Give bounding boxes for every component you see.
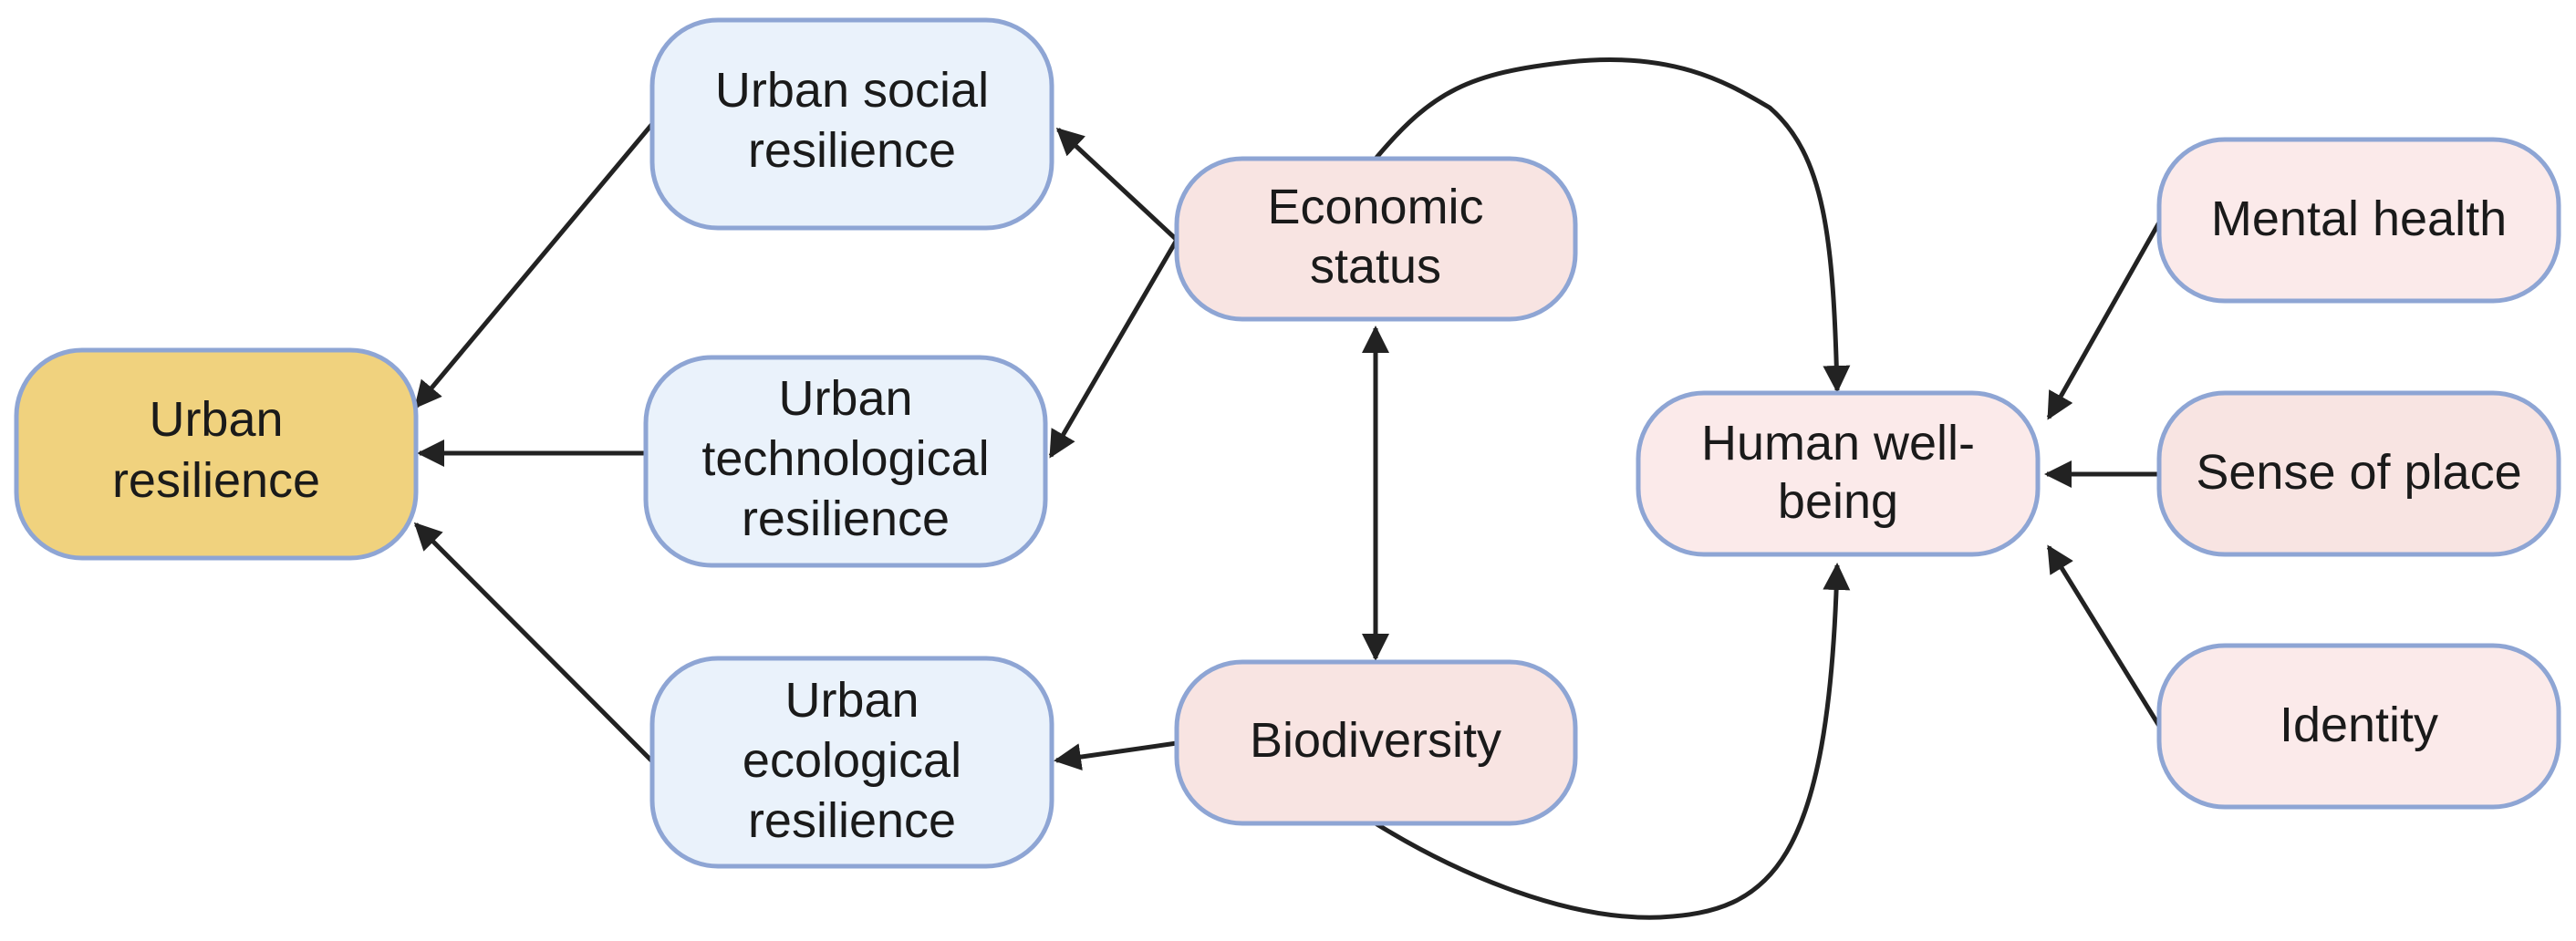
node-urban-technological-resilience-line-2: technological: [701, 431, 989, 486]
node-identity-box: [2156, 643, 2561, 810]
edge-identity-to-wellbeing: [2046, 544, 2162, 728]
node-identity: Identity: [2156, 643, 2561, 810]
node-urban-ecological-resilience-box: [649, 656, 1054, 869]
edge-mental-health-to-wellbeing: [2046, 221, 2162, 420]
node-human-wellbeing-line-2: being: [1778, 474, 1898, 529]
node-human-wellbeing: Human well- being: [1636, 390, 2041, 557]
node-economic-status-box: [1174, 156, 1578, 322]
node-mental-health-box: [2156, 137, 2561, 304]
node-biodiversity-line-1: Biodiversity: [1250, 713, 1501, 768]
node-biodiversity-box: [1174, 659, 1578, 826]
node-mental-health: Mental health: [2156, 137, 2561, 304]
node-economic-status-line-1: Economic: [1267, 180, 1483, 234]
node-urban-social-resilience-line-2: resilience: [748, 123, 956, 178]
nodes: Urban resilience Urban social resilience…: [14, 17, 2561, 869]
node-biodiversity: Biodiversity: [1174, 659, 1578, 826]
edge-economic-to-wellbeing: [1374, 57, 1851, 393]
node-urban-ecological-resilience-line-3: resilience: [748, 793, 956, 848]
node-human-wellbeing-line-1: Human well-: [1701, 416, 1975, 470]
edge-economic-to-technological: [1048, 238, 1179, 459]
node-urban-resilience: Urban resilience: [14, 347, 419, 561]
node-urban-resilience-box: [14, 347, 419, 561]
node-urban-ecological-resilience: Urban ecological resilience: [649, 656, 1054, 869]
edges: [413, 57, 2162, 920]
node-economic-status-line-2: status: [1310, 239, 1441, 294]
node-urban-social-resilience-box: [649, 17, 1054, 231]
node-urban-technological-resilience-line-1: Urban: [778, 371, 912, 426]
node-urban-technological-resilience-line-3: resilience: [742, 491, 950, 546]
node-urban-resilience-line-2: resilience: [112, 453, 320, 508]
node-urban-resilience-line-1: Urban: [149, 392, 283, 447]
node-economic-status: Economic status: [1174, 156, 1578, 322]
node-sense-of-place: Sense of place: [2156, 390, 2561, 557]
node-urban-technological-resilience-box: [643, 355, 1048, 568]
edge-economic-to-social: [1055, 127, 1179, 242]
node-human-wellbeing-box: [1636, 390, 2041, 557]
edge-biodiversity-to-wellbeing: [1374, 563, 1851, 920]
edge-ecological-to-urban-resilience: [413, 522, 654, 763]
node-urban-social-resilience: Urban social resilience: [649, 17, 1054, 231]
node-sense-of-place-line-1: Sense of place: [2196, 445, 2521, 500]
node-urban-social-resilience-line-1: Urban social: [715, 63, 989, 118]
edge-social-to-urban-resilience: [414, 122, 654, 409]
node-urban-ecological-resilience-line-2: ecological: [743, 733, 961, 788]
node-urban-technological-resilience: Urban technological resilience: [643, 355, 1048, 568]
node-urban-ecological-resilience-line-1: Urban: [784, 673, 919, 728]
node-mental-health-line-1: Mental health: [2211, 191, 2507, 246]
edge-biodiversity-to-ecological: [1054, 740, 1178, 771]
node-sense-of-place-box: [2156, 390, 2561, 557]
node-identity-line-1: Identity: [2280, 698, 2438, 752]
